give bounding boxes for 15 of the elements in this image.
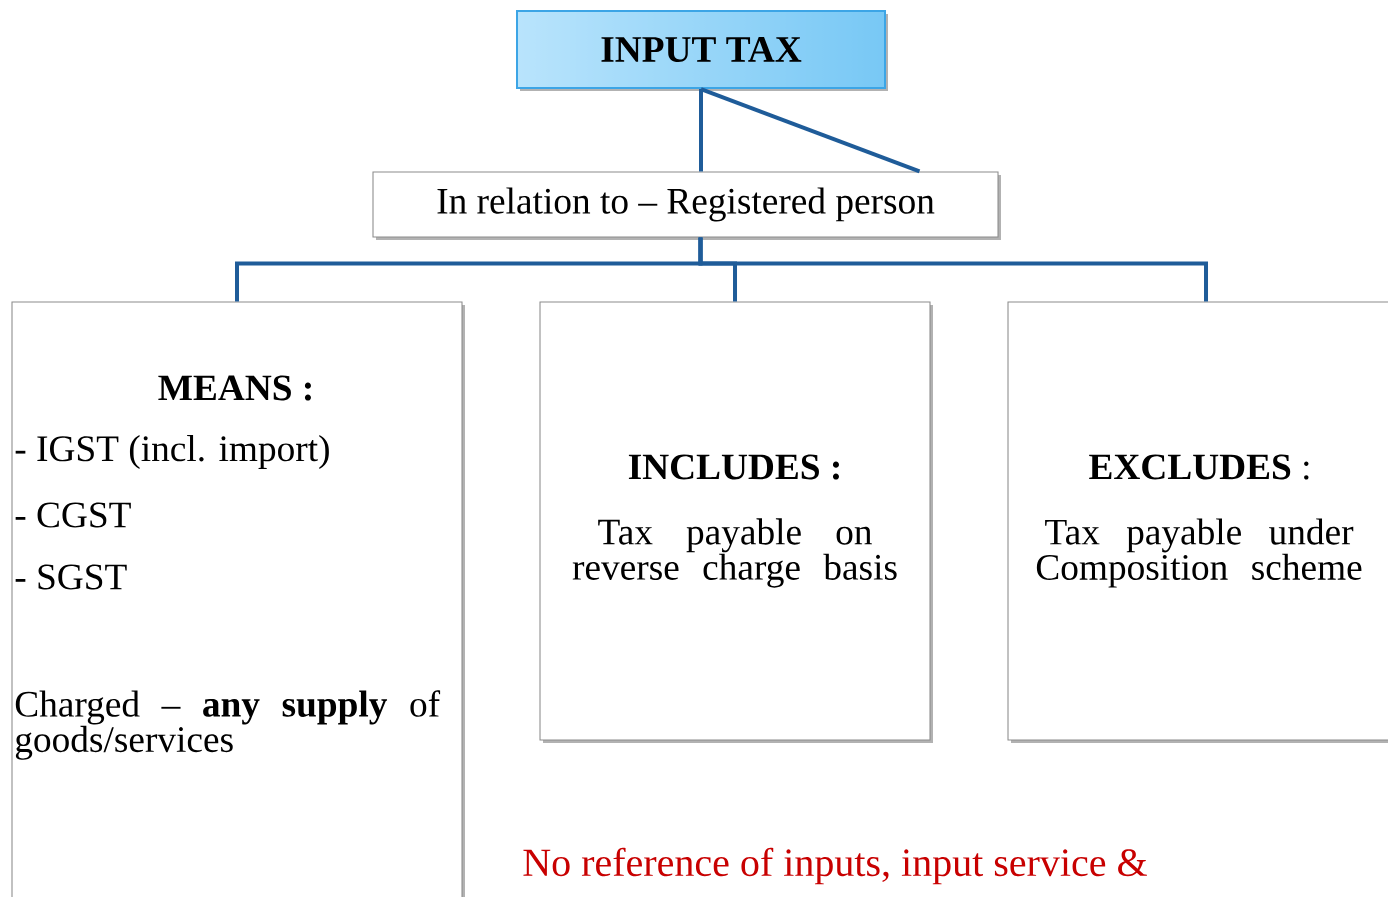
box-heading: MEANS : <box>158 375 311 401</box>
label-box: In relation to – Registered person <box>372 171 1001 240</box>
box-text: Tax payable under Composition scheme <box>1036 518 1362 588</box>
note-text: No reference of inputs, input service & <box>523 847 1147 885</box>
connector-line <box>699 89 703 172</box>
connector-line <box>698 237 1208 302</box>
box-heading: EXCLUDES : <box>1089 454 1309 480</box>
list-item: - SGST <box>15 564 127 590</box>
list-item: - CGST <box>15 502 131 528</box>
box-heading: INCLUDES : <box>628 454 839 480</box>
title-box: INPUT TAX <box>516 10 888 91</box>
box-text: Tax payable on reverse charge basis <box>572 518 897 588</box>
box-text: Charged – any supply of goods/services <box>15 690 441 760</box>
connector-line <box>700 87 921 174</box>
list-item: - IGST (incl. import) <box>15 435 329 469</box>
